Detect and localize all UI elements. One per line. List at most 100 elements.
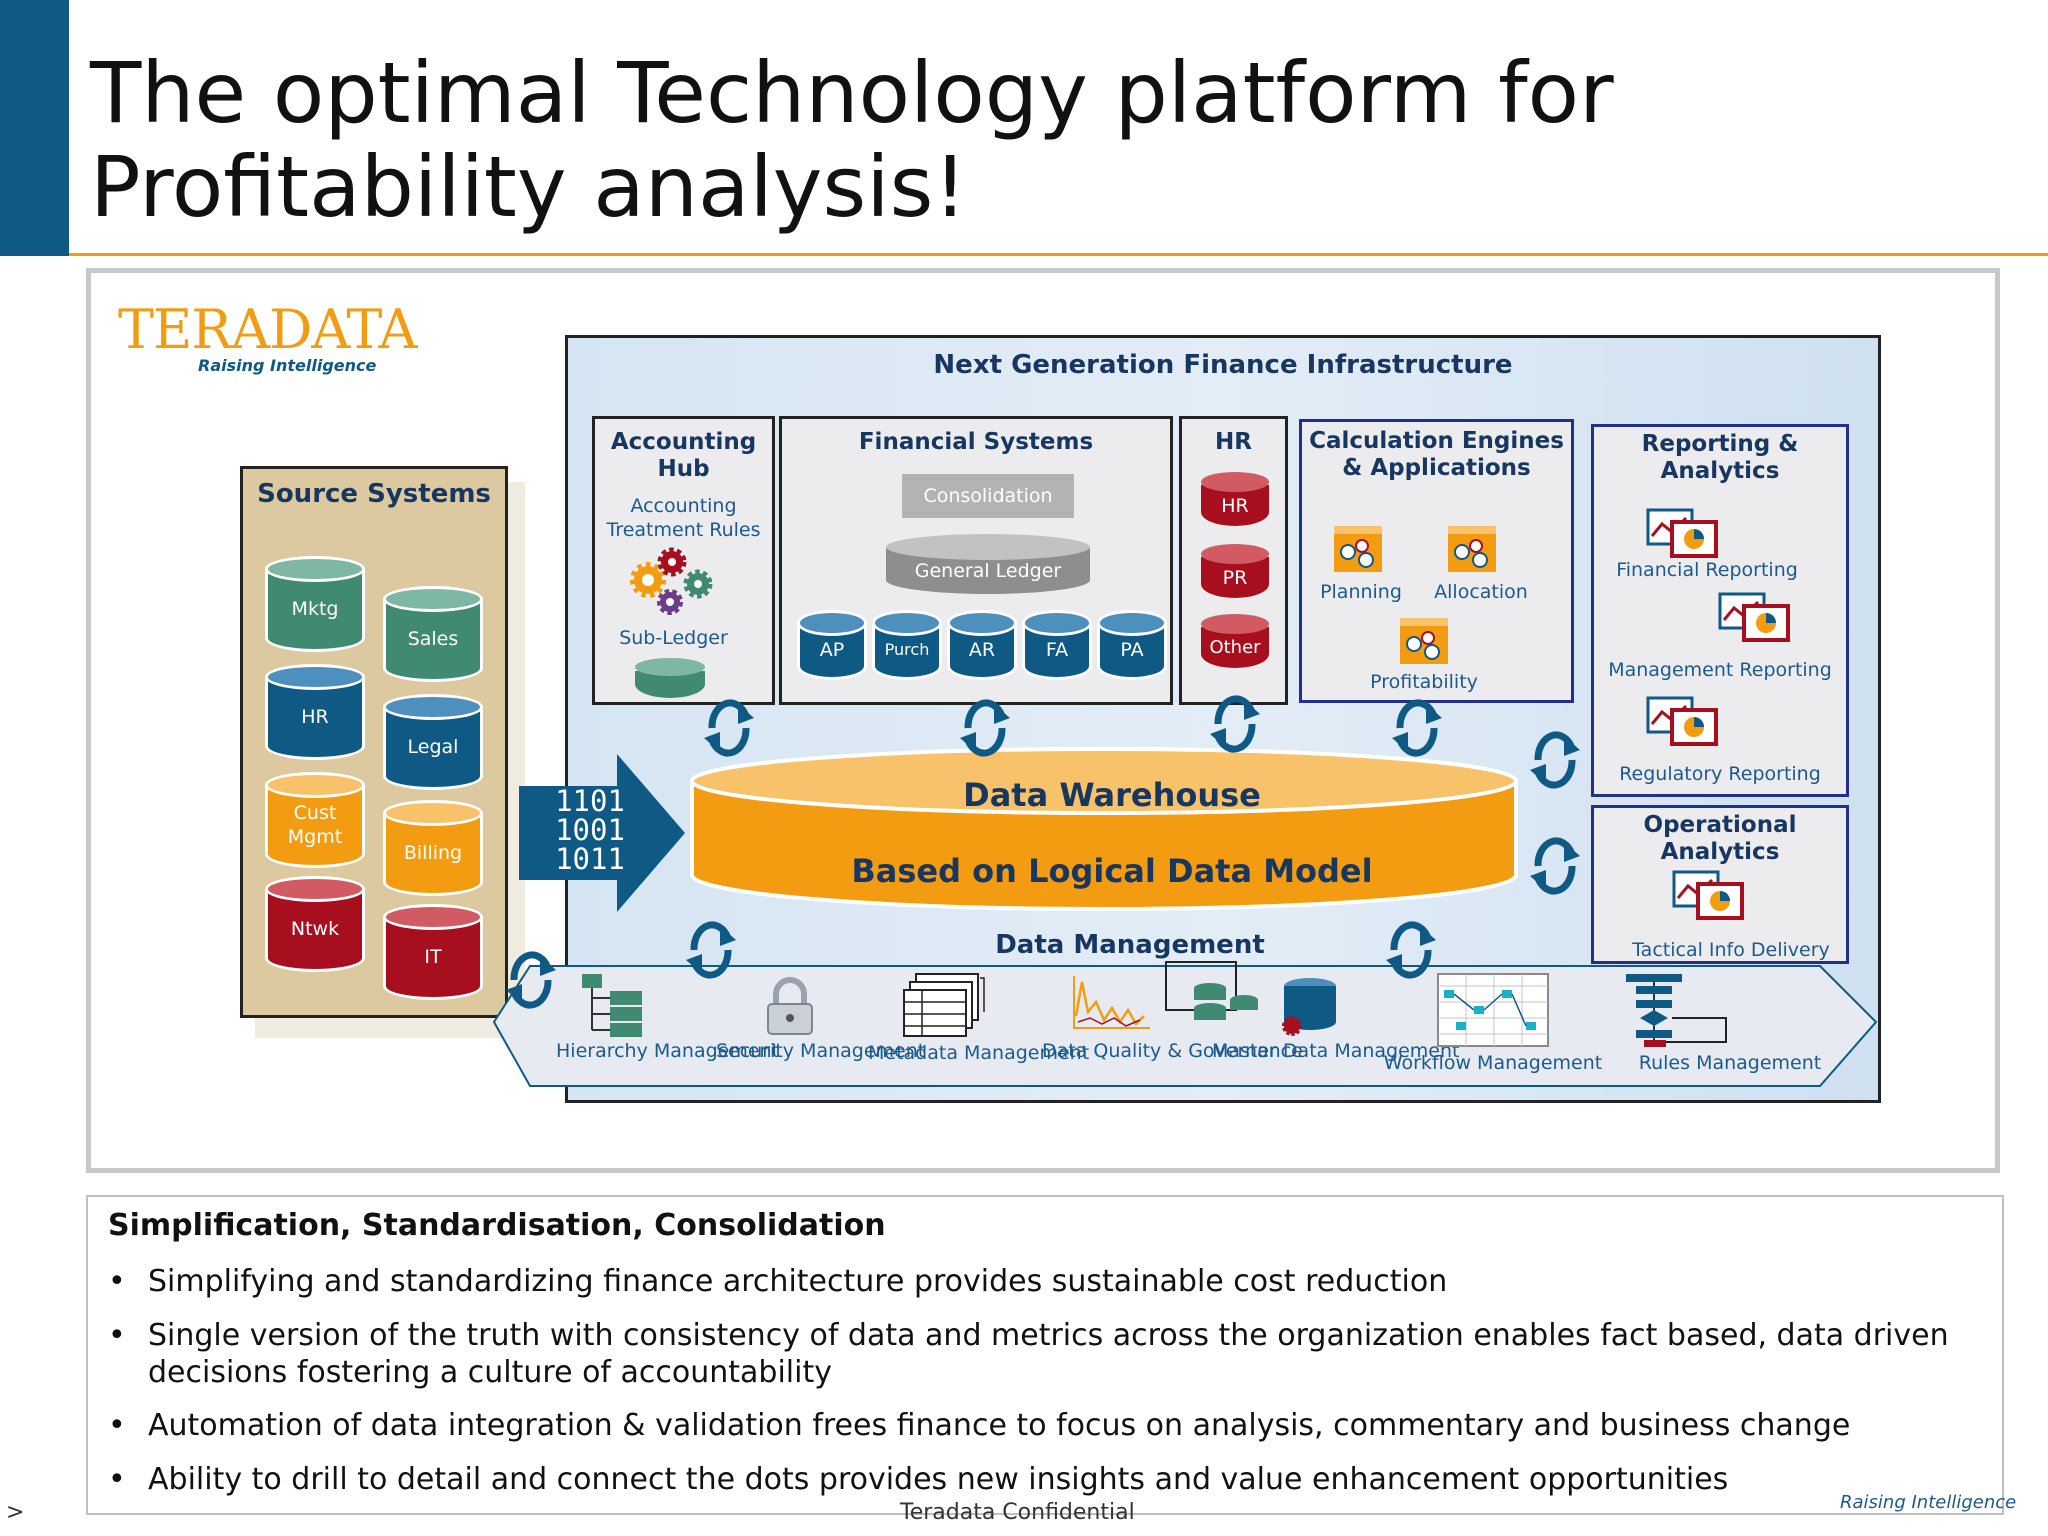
source-cylinder-it: IT	[383, 904, 483, 1000]
tactical-info-delivery-label: Tactical Info Delivery	[1632, 939, 1830, 961]
report-chart-icon	[1672, 870, 1744, 920]
module-cylinder-ar: AR	[947, 610, 1017, 680]
report-chart-icon	[1646, 696, 1718, 746]
bullet-text: Ability to drill to detail and connect t…	[148, 1462, 1729, 1497]
source-cylinder-sales: Sales	[383, 586, 483, 682]
sync-arrows-icon	[1386, 921, 1436, 979]
hierarchy-management-label: Hierarchy Management	[556, 1040, 780, 1062]
cylinder-cap	[797, 610, 867, 636]
sub-ledger-label: Sub-Ledger	[619, 627, 728, 649]
data-quality-chart-icon	[1073, 976, 1150, 1029]
metadata-table-icon	[903, 973, 985, 1037]
regulatory-reporting-label: Regulatory Reporting	[1619, 763, 1821, 785]
cylinder-cap	[265, 556, 365, 582]
source-cylinder-billing: Billing	[383, 800, 483, 896]
financial-reporting-label: Financial Reporting	[1616, 559, 1798, 581]
financial-systems-title: Financial Systems	[858, 429, 1094, 455]
lock-icon	[767, 977, 813, 1035]
source-cylinder-mktg: Mktg	[265, 556, 365, 652]
source-cylinder-label: Sales	[383, 599, 483, 682]
allocation-label: Allocation	[1434, 581, 1528, 603]
sync-arrows-icon	[686, 921, 736, 979]
cylinder-cap	[265, 664, 365, 690]
source-cylinder-label: Cust Mgmt	[265, 785, 365, 868]
sync-arrows-icon	[704, 699, 754, 757]
cylinder-cap	[886, 534, 1090, 560]
accounting-hub-panel	[592, 416, 775, 705]
sync-arrows-icon	[1530, 837, 1580, 895]
bullet-dot: •	[108, 1318, 126, 1353]
management-reporting-label: Management Reporting	[1608, 659, 1832, 681]
bullet-text: Single version of the truth with consist…	[148, 1318, 1949, 1390]
hr-cylinder-hr: HR	[1201, 472, 1269, 526]
title-divider	[69, 253, 2048, 256]
summary-heading: Simplification, Standardisation, Consoli…	[108, 1208, 886, 1243]
cylinder-cap	[872, 610, 942, 636]
sync-arrows-icon	[1210, 695, 1260, 753]
calculation-engines-title: Calculation Engines & Applications	[1309, 428, 1564, 481]
sync-arrows-icon	[506, 951, 556, 1009]
hr-cylinder-other: Other	[1201, 614, 1269, 668]
cylinder-cap	[635, 658, 705, 676]
footer-tagline: Raising Intelligence	[1840, 1492, 2017, 1513]
hierarchy-icon	[582, 974, 642, 1037]
module-cylinder-purch: Purch	[872, 610, 942, 680]
summary-bullet: • Ability to drill to detail and connect…	[108, 1461, 1988, 1498]
security-management-label: Security Management	[716, 1040, 926, 1062]
cylinder-cap	[947, 610, 1017, 636]
workflow-management-label: Workflow Management	[1383, 1052, 1603, 1074]
bullet-dot: •	[108, 1462, 126, 1497]
source-cylinder-label: IT	[383, 917, 483, 1000]
data-warehouse-cylinder	[690, 747, 1518, 911]
logo-tagline: Raising Intelligence	[198, 356, 377, 375]
hr-cylinder-pr: PR	[1201, 544, 1269, 598]
sync-arrows-icon	[1392, 699, 1442, 757]
sync-arrows-icon	[1530, 731, 1580, 789]
ngfi-title: Next Generation Finance Infrastructure	[933, 350, 1513, 380]
summary-bullet: • Automation of data integration & valid…	[108, 1407, 1988, 1444]
bullet-text: Automation of data integration & validat…	[148, 1408, 1851, 1443]
consolidation-block: Consolidation	[902, 474, 1074, 518]
cylinder-cap	[1201, 544, 1269, 564]
allocation-app-icon	[1448, 526, 1496, 572]
cylinder-cap	[1022, 610, 1092, 636]
report-chart-icon	[1646, 508, 1718, 558]
source-cylinder-label: Ntwk	[265, 889, 365, 972]
data-quality-governance-label: Data Quality & Governance	[1042, 1040, 1303, 1062]
teradata-logo: TERADATA	[118, 298, 417, 361]
operational-analytics-title: Operational Analytics	[1643, 812, 1797, 865]
report-chart-icon	[1718, 592, 1790, 642]
planning-label: Planning	[1320, 581, 1402, 603]
rules-management-label: Rules Management	[1638, 1052, 1822, 1074]
module-cylinder-ap: AP	[797, 610, 867, 680]
page-title: The optimal Technology platform for Prof…	[90, 44, 1614, 236]
master-data-management-label: Master Data Management	[1212, 1040, 1460, 1062]
summary-box	[86, 1195, 2004, 1515]
planning-app-icon	[1334, 526, 1382, 572]
source-cylinder-label: Billing	[383, 813, 483, 896]
title-band	[0, 0, 69, 256]
footer-nav[interactable]: >	[6, 1500, 25, 1525]
data-warehouse-subtitle: Based on Logical Data Model	[851, 852, 1373, 890]
module-cylinder-pa: PA	[1097, 610, 1167, 680]
cylinder-cap	[1097, 610, 1167, 636]
profitability-app-icon	[1400, 618, 1448, 664]
source-cylinder-legal: Legal	[383, 694, 483, 790]
data-warehouse-title: Data Warehouse	[963, 776, 1261, 814]
bullet-dot: •	[108, 1264, 126, 1299]
module-cylinder-fa: FA	[1022, 610, 1092, 680]
accounting-hub-title: Accounting Hub	[610, 429, 757, 482]
cylinder-cap	[265, 876, 365, 902]
source-cylinder-label: HR	[265, 677, 365, 760]
cylinder-cap	[383, 800, 483, 826]
binary-label: 1101 1001 1011	[555, 784, 625, 876]
metadata-management-label: Metadata Management	[868, 1042, 1090, 1064]
bullet-dot: •	[108, 1408, 126, 1443]
footer-confidential: Teradata Confidential	[900, 1500, 1135, 1525]
bullet-text: Simplifying and standardizing finance ar…	[148, 1264, 1448, 1299]
source-cylinder-label: Mktg	[265, 569, 365, 652]
profitability-label: Profitability	[1370, 671, 1478, 693]
source-cylinder-cust-mgmt: Cust Mgmt	[265, 772, 365, 868]
source-cylinder-label: Legal	[383, 707, 483, 790]
data-feed-arrow	[519, 754, 685, 912]
